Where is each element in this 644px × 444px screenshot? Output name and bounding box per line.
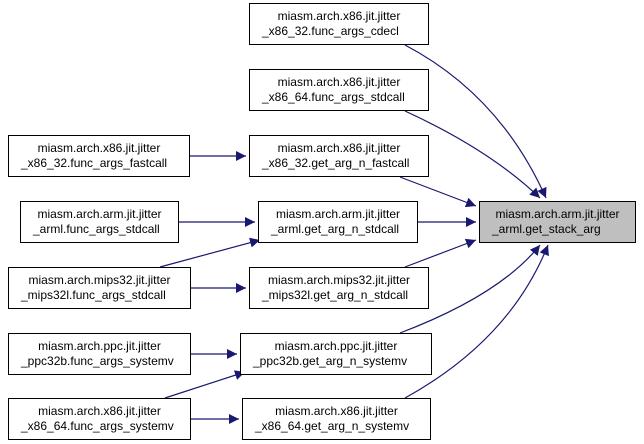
edge-x86-64-stdcall-to-get-stack-arg bbox=[404, 110, 541, 199]
node-arml-get-arg-n-stdcall[interactable]: miasm.arch.arm.jit.jitter _arml.get_arg_… bbox=[258, 201, 418, 243]
edge-fastcall-getarg-to-get-stack-arg bbox=[399, 176, 477, 208]
node-label-line2: _arml.get_stack_arg bbox=[492, 222, 601, 236]
node-mips32l-get-arg-n-stdcall[interactable]: miasm.arch.mips32.jit.jitter _mips32l.ge… bbox=[249, 267, 429, 309]
node-label-line2: _x86_32.func_args_fastcall bbox=[21, 156, 168, 170]
node-label-line1: miasm.arch.ppc.jit.jitter bbox=[274, 339, 398, 353]
node-label-line1: miasm.arch.x86.jit.jitter bbox=[275, 404, 398, 418]
edge-mips-getarg-to-get-stack-arg bbox=[404, 238, 477, 268]
node-x86-64-func-args-stdcall[interactable]: miasm.arch.x86.jit.jitter _x86_64.func_a… bbox=[249, 69, 429, 111]
node-ppc32b-get-arg-n-systemv[interactable]: miasm.arch.ppc.jit.jitter _ppc32b.get_ar… bbox=[240, 333, 432, 375]
node-arml-func-args-stdcall[interactable]: miasm.arch.arm.jit.jitter _arml.func_arg… bbox=[20, 201, 179, 243]
node-label-line1: miasm.arch.mips32.jit.jitter bbox=[28, 273, 171, 287]
node-label-line2: _x86_32.get_arg_n_fastcall bbox=[262, 156, 410, 170]
node-label-line1: miasm.arch.x86.jit.jitter bbox=[277, 9, 401, 23]
node-label-line1: miasm.arch.arm.jit.jitter bbox=[275, 207, 400, 221]
node-label-line2: _arml.get_arg_n_stdcall bbox=[271, 222, 400, 236]
node-x86-32-func-args-fastcall[interactable]: miasm.arch.x86.jit.jitter _x86_32.func_a… bbox=[8, 135, 190, 177]
edge-x86-64-getarg-to-get-stack-arg bbox=[404, 244, 549, 399]
edge-ppc-getarg-to-get-stack-arg bbox=[399, 244, 541, 334]
node-label-line1: miasm.arch.x86.jit.jitter bbox=[37, 141, 161, 155]
node-label-line2: _x86_64.get_arg_n_systemv bbox=[255, 419, 410, 433]
node-label-line2: _mips32l.func_args_stdcall bbox=[21, 288, 166, 302]
node-x86-64-func-args-systemv[interactable]: miasm.arch.x86.jit.jitter _x86_64.func_a… bbox=[8, 398, 191, 440]
node-label-line1: miasm.arch.arm.jit.jitter bbox=[495, 207, 620, 221]
node-mips32l-func-args-stdcall[interactable]: miasm.arch.mips32.jit.jitter _mips32l.fu… bbox=[8, 267, 191, 309]
node-label-line1: miasm.arch.x86.jit.jitter bbox=[38, 404, 161, 418]
node-x86-64-get-arg-n-systemv[interactable]: miasm.arch.x86.jit.jitter _x86_64.get_ar… bbox=[242, 398, 431, 440]
node-label-line2: _ppc32b.get_arg_n_systemv bbox=[253, 354, 408, 368]
node-label-line1: miasm.arch.ppc.jit.jitter bbox=[38, 339, 161, 353]
node-arml-get-stack-arg: miasm.arch.arm.jit.jitter _arml.get_stac… bbox=[479, 201, 636, 243]
node-label-line1: miasm.arch.x86.jit.jitter bbox=[277, 141, 401, 155]
edge-cdecl-to-get-stack-arg bbox=[404, 44, 547, 199]
node-label-line1: miasm.arch.mips32.jit.jitter bbox=[267, 273, 411, 287]
node-label-line2: _x86_64.func_args_systemv bbox=[21, 419, 174, 433]
node-x86-32-func-args-cdecl[interactable]: miasm.arch.x86.jit.jitter _x86_32.func_a… bbox=[249, 3, 429, 45]
node-ppc32b-func-args-systemv[interactable]: miasm.arch.ppc.jit.jitter _ppc32b.func_a… bbox=[8, 333, 191, 375]
node-label-line2: _x86_64.func_args_stdcall bbox=[262, 90, 405, 104]
node-label-line2: _ppc32b.func_args_systemv bbox=[21, 354, 174, 368]
node-label-line1: miasm.arch.x86.jit.jitter bbox=[277, 75, 401, 89]
node-label-line2: _arml.func_args_stdcall bbox=[33, 222, 160, 236]
node-label-line2: _mips32l.get_arg_n_stdcall bbox=[262, 288, 409, 302]
edge-mips-args-to-arml-getarg bbox=[159, 237, 261, 268]
edge-x86-64-systemv-to-ppc-getarg bbox=[164, 370, 246, 399]
node-x86-32-get-arg-n-fastcall[interactable]: miasm.arch.x86.jit.jitter _x86_32.get_ar… bbox=[249, 135, 429, 177]
node-label-line2: _x86_32.func_args_cdecl bbox=[262, 24, 399, 38]
node-label-line1: miasm.arch.arm.jit.jitter bbox=[37, 207, 162, 221]
